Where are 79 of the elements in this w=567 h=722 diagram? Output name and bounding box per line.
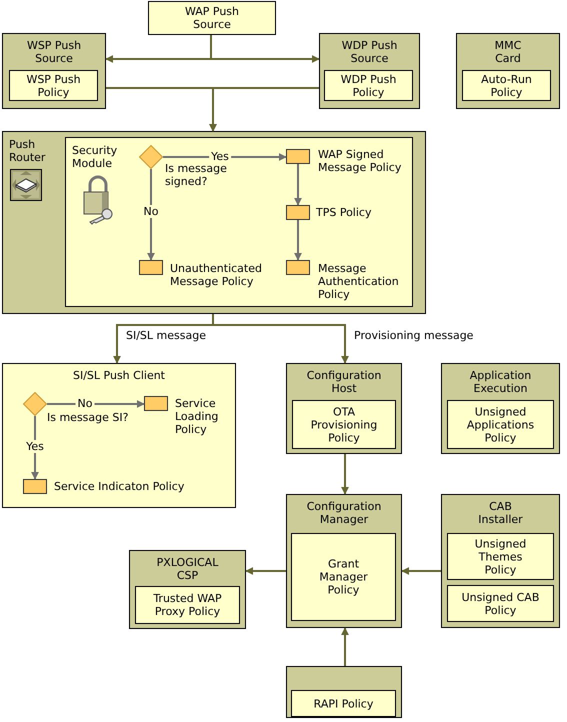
policy-label: Service Loading Policy [175, 397, 220, 436]
component-box [286, 666, 402, 718]
box-label: WDP Push Source [340, 39, 398, 65]
policy-box [324, 70, 413, 101]
client-panel [2, 363, 236, 508]
module-panel [65, 137, 413, 307]
box-label: Auto-Run Policy [480, 72, 533, 98]
arrow [163, 153, 287, 161]
box-label: Configuration Manager [306, 500, 382, 526]
box-label: Application Execution [468, 369, 532, 395]
policy-box [462, 70, 551, 101]
decision-diamond [23, 392, 47, 416]
policy-box [292, 400, 396, 449]
component-box [2, 33, 106, 109]
arrow [210, 35, 320, 63]
policy-box [9, 70, 98, 101]
edge-label: No [76, 397, 94, 410]
policy-box [286, 149, 310, 164]
box-label: MMC Card [494, 39, 522, 65]
question-label: Is message signed? [165, 162, 228, 188]
arrow [147, 169, 155, 261]
box-label: CAB Installer [477, 500, 524, 526]
policy-box [447, 400, 554, 449]
box-label: PXLOGICAL CSP [156, 556, 220, 582]
policy-box [447, 533, 554, 580]
box-label: Unsigned Themes Policy [474, 537, 528, 576]
box-label: Push Router [9, 138, 46, 164]
edge-label: Yes [209, 150, 231, 163]
policy-label: Message Authentication Policy [318, 262, 400, 301]
router-panel [2, 131, 426, 314]
policy-label: Service Indicaton Policy [54, 480, 186, 493]
edge-label: Provisioning message [352, 329, 476, 342]
box-label: SI/SL Push Client [72, 369, 166, 382]
component-box [129, 550, 246, 629]
box-label: Trusted WAP Proxy Policy [152, 592, 223, 618]
policy-box [286, 205, 310, 220]
policy-label: TPS Policy [316, 206, 372, 219]
arrow [245, 567, 286, 575]
arrow [31, 416, 39, 480]
component-box [319, 33, 420, 109]
policy-box [135, 586, 240, 624]
component-box [286, 494, 402, 628]
arrow [341, 454, 349, 495]
question-label: Is message SI? [47, 411, 130, 424]
box-label: Security Module [72, 144, 118, 170]
policy-label: Unauthenticated Message Policy [170, 262, 263, 288]
policy-box [139, 260, 163, 275]
policy-box [291, 533, 396, 621]
arrow [294, 164, 302, 206]
box-label: Unsigned CAB Policy [460, 590, 540, 616]
policy-label: WAP Signed Message Policy [318, 148, 402, 174]
component-box [441, 363, 560, 454]
box-label: WSP Push Policy [25, 72, 82, 98]
box-label: Grant Manager Policy [318, 558, 369, 596]
policy-box [447, 585, 554, 622]
arrow [209, 87, 319, 132]
edge-label: SI/SL message [124, 329, 208, 342]
box-label: Unsigned Applications Policy [466, 405, 536, 444]
box-label: Configuration Host [306, 369, 382, 395]
box-label: WDP Push Policy [340, 72, 398, 98]
box-label: OTA Provisioning Policy [310, 405, 378, 444]
component-box [148, 1, 276, 35]
edge-label: Yes [24, 440, 46, 453]
policy-box [286, 260, 310, 275]
component-box [456, 33, 560, 109]
arrow [401, 567, 441, 575]
arrow [294, 220, 302, 261]
arrow [341, 627, 349, 666]
box-label: RAPI Policy [312, 697, 374, 710]
policy-box [23, 479, 47, 494]
component-box [286, 363, 402, 454]
component-box [441, 494, 560, 628]
policy-box [144, 396, 168, 411]
box-label: WAP Push Source [184, 5, 240, 31]
decision-diamond [139, 145, 163, 169]
box-label: WSP Push Source [26, 39, 82, 65]
arrow [47, 400, 145, 408]
policy-box [291, 690, 396, 717]
edge-label: No [142, 205, 160, 218]
